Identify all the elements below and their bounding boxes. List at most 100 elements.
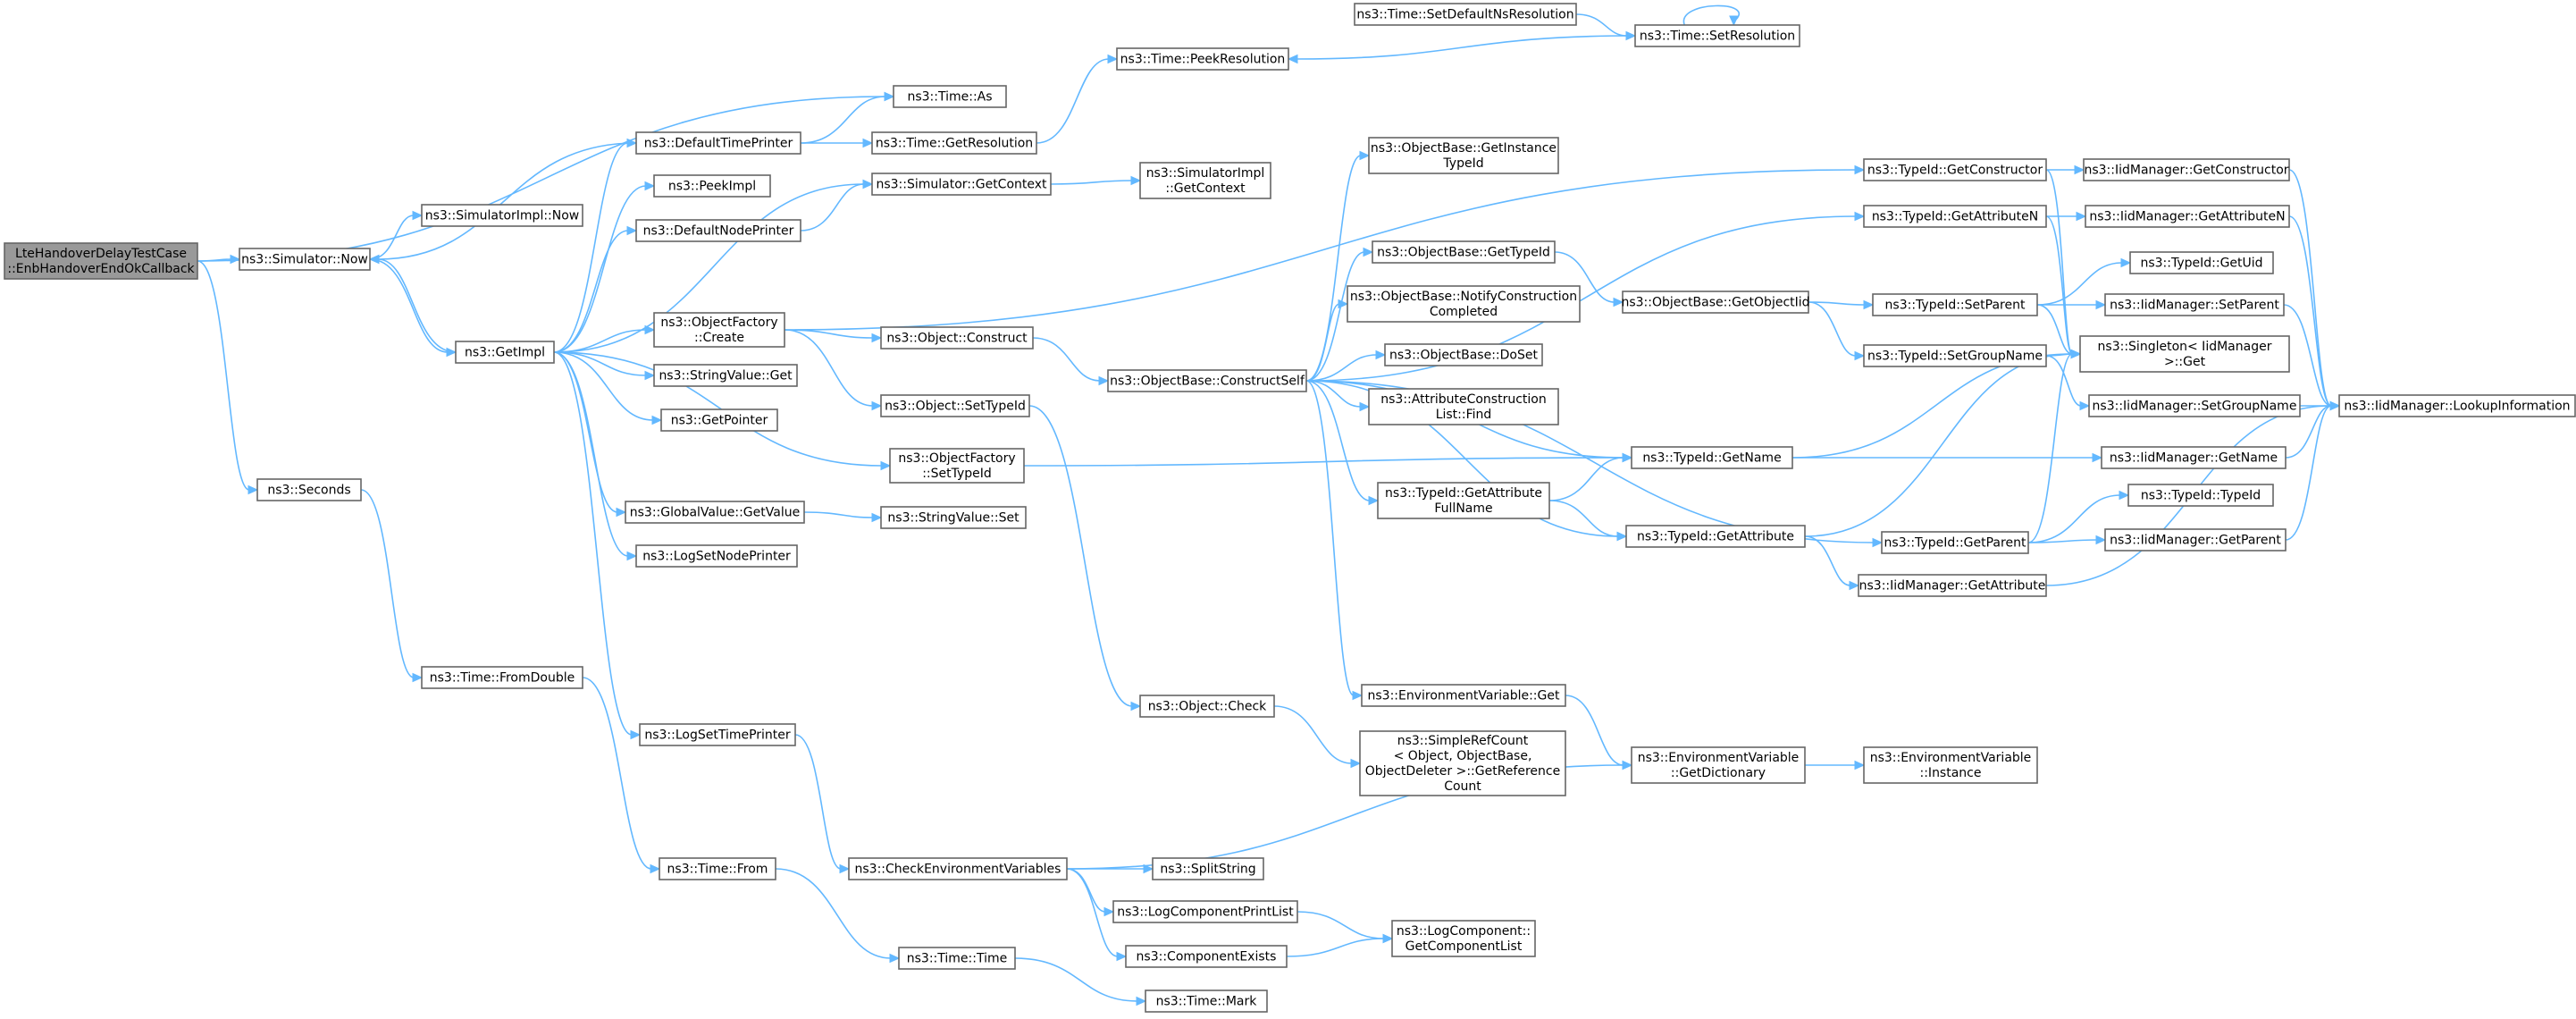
- node-check-env[interactable]: ns3::CheckEnvironmentVariables: [848, 857, 1068, 880]
- edge-ob_getobjectiid-to-tid_setgroupname: [1808, 301, 1857, 357]
- node-ob-gettypeid[interactable]: ns3::ObjectBase::GetTypeId: [1372, 240, 1556, 264]
- node-ob-notify[interactable]: ns3::ObjectBase::NotifyConstructionCompl…: [1347, 285, 1581, 323]
- node-time-setres[interactable]: ns3::Time::SetResolution: [1634, 24, 1800, 47]
- node-singleton-get[interactable]: ns3::Singleton< IidManager>::Get: [2079, 335, 2290, 373]
- arrow-head: [1622, 760, 1633, 771]
- node-log-comp-print-list[interactable]: ns3::LogComponentPrintList: [1112, 900, 1298, 923]
- arrow-head: [2120, 257, 2132, 268]
- edge-ob_constructself-to-env_get: [1305, 380, 1355, 696]
- node-def-node-printer[interactable]: ns3::DefaultNodePrinter: [635, 219, 801, 242]
- node-label: ns3::IidManager::GetName: [2110, 451, 2278, 466]
- node-box: [1391, 920, 1536, 957]
- node-iid-lookup[interactable]: ns3::IidManager::LookupInformation: [2338, 394, 2576, 417]
- node-sim-now[interactable]: ns3::Simulator::Now: [239, 248, 371, 271]
- node-getpointer[interactable]: ns3::GetPointer: [660, 408, 778, 432]
- node-tid-getconstructor[interactable]: ns3::TypeId::GetConstructor: [1863, 158, 2047, 181]
- node-log-set-time-printer[interactable]: ns3::LogSetTimePrinter: [639, 723, 796, 746]
- node-iid-setgroupname[interactable]: ns3::IidManager::SetGroupName: [2088, 394, 2301, 417]
- arrow-head: [1854, 164, 1866, 175]
- node-label: ns3::Simulator::GetContext: [876, 178, 1047, 192]
- arrow-head: [651, 415, 663, 425]
- node-obj-check[interactable]: ns3::Object::Check: [1139, 695, 1275, 718]
- edge-check_env-to-comp_exists: [1066, 868, 1119, 957]
- node-time-mark[interactable]: ns3::Time::Mark: [1145, 990, 1268, 1013]
- node-obj-construct[interactable]: ns3::Object::Construct: [880, 326, 1034, 349]
- node-tid-getname[interactable]: ns3::TypeId::GetName: [1631, 446, 1793, 469]
- node-box: [2129, 251, 2274, 274]
- call-edges: [197, 4, 2341, 1006]
- node-gv-getvalue[interactable]: ns3::GlobalValue::GetValue: [625, 501, 805, 524]
- node-simimpl-now[interactable]: ns3::SimulatorImpl::Now: [421, 204, 583, 227]
- node-iid-setparent[interactable]: ns3::IidManager::SetParent: [2104, 293, 2285, 316]
- arrow-head: [1350, 758, 1362, 769]
- node-splitstring[interactable]: ns3::SplitString: [1152, 857, 1264, 880]
- node-time-getres[interactable]: ns3::Time::GetResolution: [871, 131, 1037, 155]
- arrow-head: [2070, 349, 2082, 359]
- node-env-get[interactable]: ns3::EnvironmentVariable::Get: [1361, 684, 1566, 707]
- node-time-setdefns[interactable]: ns3::Time::SetDefaultNsResolution: [1354, 3, 1577, 26]
- node-label: < Object, ObjectBase,: [1394, 749, 1532, 763]
- node-tid-typeid[interactable]: ns3::TypeId::TypeId: [2127, 484, 2274, 507]
- node-tid-getuid[interactable]: ns3::TypeId::GetUid: [2129, 251, 2274, 274]
- node-label: ns3::EnvironmentVariable::Get: [1368, 689, 1560, 703]
- node-time-time[interactable]: ns3::Time::Time: [898, 947, 1016, 970]
- node-tid-getattribute[interactable]: ns3::TypeId::GetAttribute: [1625, 525, 1806, 548]
- node-simplerefcount[interactable]: ns3::SimpleRefCount< Object, ObjectBase,…: [1359, 730, 1566, 796]
- node-root[interactable]: LteHandoverDelayTestCase::EnbHandoverEnd…: [4, 242, 198, 280]
- node-iid-getparent[interactable]: ns3::IidManager::GetParent: [2104, 528, 2287, 552]
- node-of-create[interactable]: ns3::ObjectFactory::Create: [653, 312, 785, 348]
- node-time-as[interactable]: ns3::Time::As: [893, 85, 1007, 108]
- node-seconds[interactable]: ns3::Seconds: [256, 478, 362, 501]
- node-box: [2104, 293, 2285, 316]
- node-iid-getconstructor[interactable]: ns3::IidManager::GetConstructor: [2083, 158, 2290, 181]
- node-obj-settypeid[interactable]: ns3::Object::SetTypeId: [880, 394, 1030, 417]
- node-env-instance[interactable]: ns3::EnvironmentVariable::Instance: [1863, 746, 2038, 784]
- node-box: [1116, 47, 1289, 71]
- node-sv-get[interactable]: ns3::StringValue::Get: [653, 364, 798, 387]
- node-box: [893, 85, 1007, 108]
- node-getimpl[interactable]: ns3::GetImpl: [455, 341, 555, 364]
- node-tid-setparent[interactable]: ns3::TypeId::SetParent: [1872, 293, 2038, 316]
- node-log-set-node-printer[interactable]: ns3::LogSetNodePrinter: [635, 544, 798, 568]
- node-ob-constructself[interactable]: ns3::ObjectBase::ConstructSelf: [1107, 369, 1307, 392]
- arrow-head: [1854, 760, 1866, 771]
- node-iid-getattributen[interactable]: ns3::IidManager::GetAttributeN: [2085, 205, 2290, 228]
- node-sv-set[interactable]: ns3::StringValue::Set: [880, 506, 1027, 529]
- node-label: ::SetTypeId: [922, 467, 992, 481]
- node-tid-getparent[interactable]: ns3::TypeId::GetParent: [1881, 531, 2029, 554]
- node-label: ns3::Simulator::Now: [241, 253, 368, 267]
- node-of-settypeid[interactable]: ns3::ObjectFactory::SetTypeId: [889, 448, 1025, 484]
- node-iid-getname[interactable]: ns3::IidManager::GetName: [2101, 446, 2287, 469]
- node-ob-getobjectiid[interactable]: ns3::ObjectBase::GetObjectIid: [1621, 291, 1810, 314]
- edge-log_comp_print_list-to-lc_getcomplist: [1296, 911, 1385, 939]
- node-box: [1634, 24, 1800, 47]
- node-tid-setgroupname[interactable]: ns3::TypeId::SetGroupName: [1863, 344, 2047, 367]
- arrow-head: [1375, 349, 1387, 360]
- node-box: [2338, 394, 2576, 417]
- node-time-from[interactable]: ns3::Time::From: [659, 857, 776, 880]
- node-env-getdict[interactable]: ns3::EnvironmentVariable::GetDictionary: [1631, 746, 1806, 784]
- node-time-peekres[interactable]: ns3::Time::PeekResolution: [1116, 47, 1289, 71]
- node-tid-getattributen[interactable]: ns3::TypeId::GetAttributeN: [1863, 205, 2047, 228]
- node-box: [653, 174, 771, 198]
- node-iid-getattribute[interactable]: ns3::IidManager::GetAttribute: [1858, 574, 2047, 597]
- node-sim-getctx[interactable]: ns3::Simulator::GetContext: [871, 173, 1052, 196]
- edge-gv_getvalue-to-sv_set: [803, 511, 874, 518]
- node-label: ns3::LogComponent::: [1397, 924, 1531, 939]
- node-def-time-printer[interactable]: ns3::DefaultTimePrinter: [635, 131, 801, 155]
- node-ob-doset[interactable]: ns3::ObjectBase::DoSet: [1384, 343, 1543, 366]
- node-lc-getcomplist[interactable]: ns3::LogComponent::GetComponentList: [1391, 920, 1536, 957]
- node-comp-exists[interactable]: ns3::ComponentExists: [1125, 945, 1288, 968]
- node-peekimpl[interactable]: ns3::PeekImpl: [653, 174, 771, 198]
- arrow-head: [1854, 350, 1866, 361]
- node-fromdouble[interactable]: ns3::Time::FromDouble: [421, 666, 583, 689]
- edge-tid_setparent-to-singleton_get: [2036, 304, 2073, 355]
- edge-root-to-seconds: [197, 260, 250, 491]
- node-label: ns3::SimulatorImpl::Now: [425, 209, 580, 223]
- arrow-head: [2092, 452, 2103, 463]
- node-simimpl-getctx[interactable]: ns3::SimulatorImpl::GetContext: [1139, 162, 1271, 199]
- node-label: ns3::TypeId::GetConstructor: [1867, 164, 2043, 178]
